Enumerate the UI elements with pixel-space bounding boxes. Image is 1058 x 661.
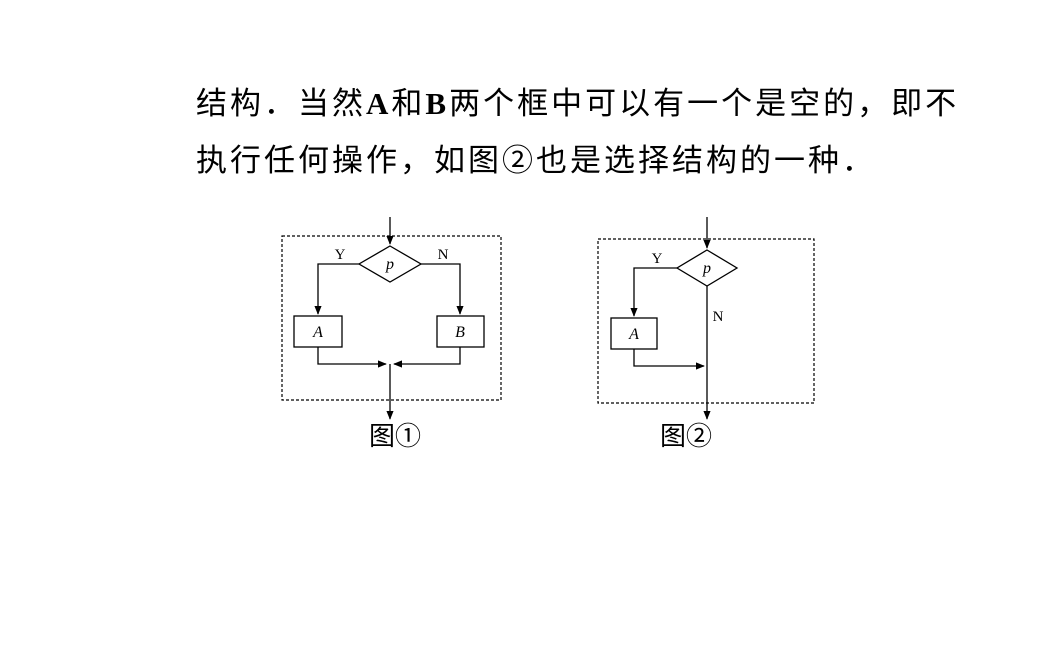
figure-2-dashed-frame — [597, 238, 815, 404]
figure-1-caption: 图① — [369, 422, 421, 452]
figure-1-box-b — [436, 315, 485, 348]
figure-1-yes-label: Y — [335, 247, 346, 263]
figure-1-decision-diamond — [357, 245, 423, 283]
figure-1-yes-branch — [314, 263, 359, 315]
figure-1-box-a — [293, 315, 343, 348]
bold-letter-a: A — [366, 86, 392, 121]
figure-1-no-label: N — [438, 247, 449, 263]
figure-2-no-label: N — [713, 309, 724, 325]
figure-2-yes-branch — [630, 267, 677, 317]
paragraph-text: 和 — [391, 86, 426, 122]
figure-1-dashed-frame — [281, 235, 502, 401]
figure-2-caption: 图② — [660, 422, 712, 452]
figure-1-merge-left — [317, 347, 387, 368]
figure-2-box-a — [610, 317, 658, 350]
figure-1-box-a-label: A — [312, 324, 323, 341]
figure-2-yes-label: Y — [652, 251, 663, 267]
paragraph-line-1: 结构．当然A和B两个框中可以有一个是空的，即不 — [196, 84, 959, 124]
figure-1: p Y N A B 图① — [281, 217, 502, 452]
figure-2: p Y A N 图② — [597, 217, 815, 452]
paragraph-text: 两个框中可以有一个是空的，即不 — [449, 86, 960, 122]
paragraph-text: 结构．当然 — [196, 86, 366, 122]
figure-1-box-b-label: B — [455, 324, 465, 341]
figure-2-merge-arrow — [633, 349, 705, 370]
figure-2-condition-label: p — [702, 260, 711, 277]
figure-2-box-a-label: A — [628, 326, 639, 343]
bold-letter-b: B — [425, 86, 450, 121]
figure-1-condition-label: p — [385, 256, 394, 273]
figure-1-no-branch — [421, 263, 464, 315]
paragraph-line-2: 执行任何操作，如图②也是选择结构的一种． — [196, 143, 876, 179]
figure-1-merge-right — [393, 347, 461, 368]
